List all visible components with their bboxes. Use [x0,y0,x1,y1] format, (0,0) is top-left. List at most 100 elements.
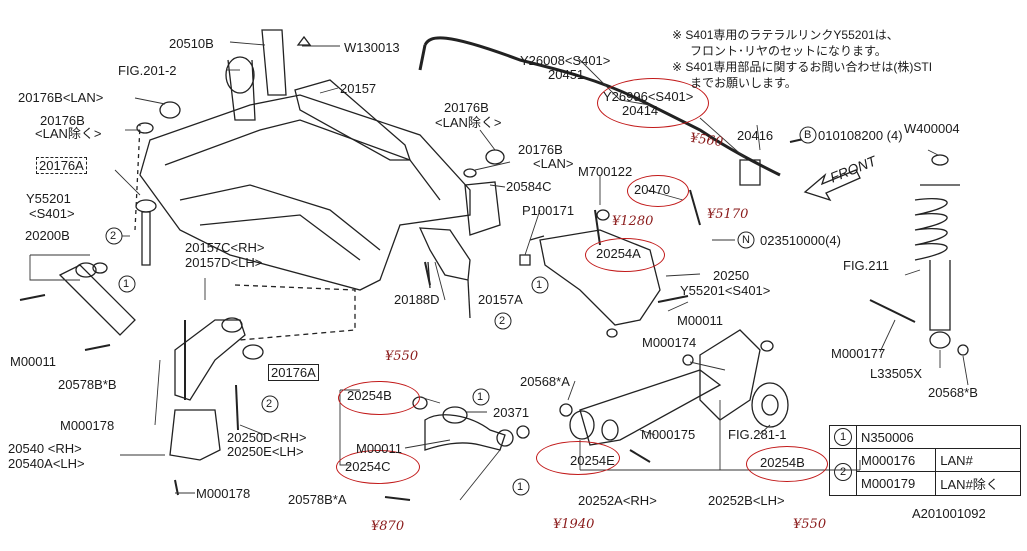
note-line-4: までお願いします。 [690,76,797,90]
red-circle-20470 [627,175,689,207]
label-y26008: Y26008<S401> [520,53,611,68]
label-20254b-right: 20254B [760,455,805,470]
label-fig211: FIG.211 [843,258,890,273]
label-20252a: 20252A<RH> [578,493,657,508]
price-870: ¥870 [371,519,405,534]
label-20157a: 20157A [478,292,523,307]
label-20578b-b: 20578B*B [58,377,117,392]
label-m000178-b: M000178 [196,486,251,501]
label-20176b-lanjo-2: <LAN除く> [35,126,102,141]
label-y26996: Y26996<S401> [603,89,694,104]
price-550-b: ¥550 [793,517,827,532]
label-20470: 20470 [634,182,671,197]
drawing-number: A201001092 [912,506,986,521]
legend-part: N350006 [856,425,1021,449]
legend-num: 2 [834,463,852,481]
red-circle-20414 [597,78,709,128]
legend-note: LAN#除く [935,471,1021,496]
callout-b: B [804,129,812,141]
label-20254a: 20254A [596,246,641,261]
legend-part: M000179 [855,471,937,496]
label-20254b-left: 20254B [347,388,392,403]
label-20176b-lanjo: 20176B [40,113,85,128]
label-s401: <S401> [29,206,75,221]
legend-row: 1 N350006 [829,425,1021,449]
label-20540a: 20540A<LH> [8,456,85,471]
label-20568b-b: 20568*B [928,385,978,400]
note-line-2: フロント･リヤのセットになります。 [690,44,887,58]
price-1280: ¥1280 [612,214,654,229]
red-circle-20254a [585,238,665,272]
label-20176b-d: 20176B [518,142,563,157]
label-20200b: 20200B [25,228,70,243]
legend-row: M000179 LAN#除く [830,471,1021,496]
label-p100171: P100171 [522,203,575,218]
callout-2-a: 2 [110,230,117,242]
legend-note: LAN# [935,448,1021,472]
legend-row: 2 M000176 LAN# [829,448,1021,496]
legend-num-cell: 1 [829,425,857,449]
label-20250e: 20250E<LH> [227,444,304,459]
label-20176b-d-2: <LAN> [533,156,574,171]
label-20157c: 20157C<RH> [185,240,265,255]
label-m000175: M000175 [641,427,696,442]
label-fig281-1: FIG.281-1 [728,427,787,442]
legend-num-cell: 2 [829,448,857,496]
label-w130013: W130013 [344,40,400,55]
note-line-1: ※ S401専用のラテラルリンクY55201は、 [672,28,899,42]
label-20250: 20250 [713,268,750,283]
legend-num: 1 [834,428,852,446]
red-circle-20254b-left [338,381,420,415]
callout-1-d: 1 [517,481,524,493]
callout-1-a: 1 [123,278,130,290]
label-l33505x: L33505X [870,366,923,381]
label-20371: 20371 [493,405,530,420]
label-20416: 20416 [737,128,774,143]
callout-1-b: 1 [536,279,543,291]
red-circle-20254b-right [746,446,828,482]
label-20252b: 20252B<LH> [708,493,785,508]
label-w400004: W400004 [904,121,960,136]
label-fig201-2: FIG.201-2 [118,63,177,78]
label-20176a: 20176A [36,157,87,174]
label-20568b-a: 20568*A [520,374,570,389]
callout-n: N [742,234,750,246]
label-m700122: M700122 [578,164,633,179]
label-20176b-lan: 20176B<LAN> [18,90,104,105]
label-20188d: 20188D [394,292,440,307]
legend-table: 1 N350006 2 M000176 LAN# M000179 LAN#除く [829,425,1021,496]
callout-1-c: 1 [477,391,484,403]
callout-2-c: 2 [499,315,506,327]
label-20578b-a: 20578B*A [288,492,347,507]
label-m000177: M000177 [831,346,886,361]
price-5170: ¥5170 [707,207,749,222]
callout-2-b: 2 [266,398,273,410]
label-023510000: 023510000(4) [760,233,841,248]
label-20414: 20414 [622,103,659,118]
note-line-3: ※ S401専用部品に関するお問い合わせは(株)STI [672,60,933,74]
price-550-a: ¥550 [385,349,419,364]
label-20510b: 20510B [169,36,214,51]
red-circle-20254e [536,441,620,475]
label-20176b-c-2: <LAN除く> [435,115,502,130]
label-20540: 20540 <RH> [8,441,82,456]
label-m000178-a: M000178 [60,418,115,433]
label-20451: 20451 [548,67,585,82]
label-20157d: 20157D<LH> [185,255,263,270]
label-y55201-s401: Y55201<S401> [680,283,771,298]
label-bolt-010108200: 010108200 (4) [818,128,903,143]
legend-part: M000176 [855,448,937,472]
red-circle-20254c [336,450,420,484]
label-m00011-right: M00011 [677,313,724,328]
label-20176a-box: 20176A [268,364,319,381]
price-1940: ¥1940 [553,517,595,532]
label-20254c: 20254C [345,459,391,474]
label-20254e: 20254E [570,453,615,468]
label-y55201: Y55201 [26,191,71,206]
label-20584c: 20584C [506,179,552,194]
label-m00011-center: M00011 [356,441,403,456]
label-20250d: 20250D<RH> [227,430,307,445]
label-m000174: M000174 [642,335,697,350]
